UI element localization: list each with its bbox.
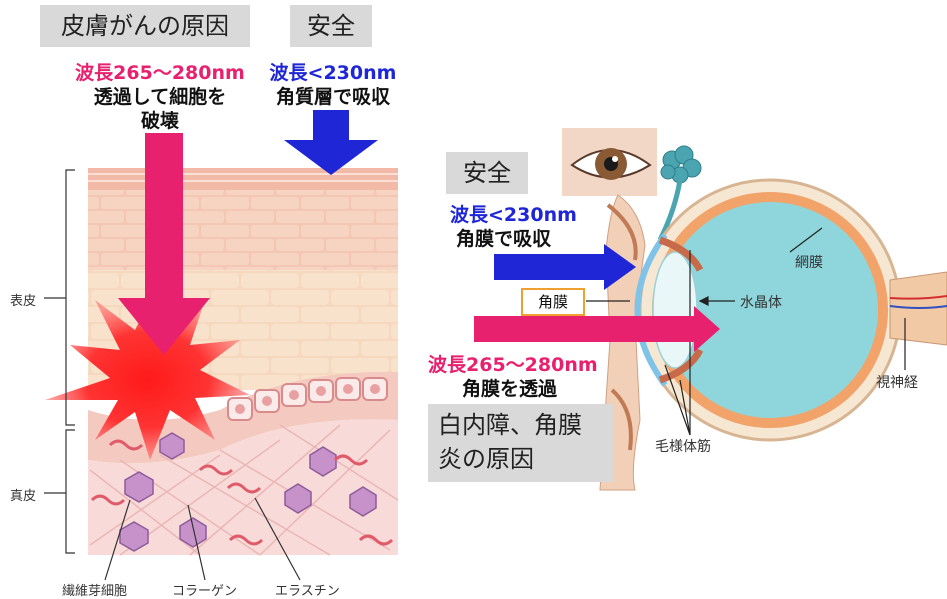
skin-safe-wavelength: 波長<230nm xyxy=(269,62,397,84)
eye-safe-wavelength: 波長<230nm xyxy=(450,204,577,226)
label-collagen: コラーゲン xyxy=(172,584,238,599)
skin-harmful-arrow xyxy=(118,133,210,355)
elastin-fibers xyxy=(90,439,394,546)
cornea-label: 角膜 xyxy=(521,288,585,316)
skin-safe-arrow xyxy=(284,110,378,175)
eye-safe-desc: 角膜で吸収 xyxy=(456,228,552,250)
eye-harmful-wavelength: 波長265〜280nm xyxy=(428,354,598,376)
skin-harmful-desc-line2: 破壊 xyxy=(140,110,179,132)
epidermis-upper-layer xyxy=(88,190,398,270)
eye-harmful-arrow xyxy=(474,306,720,352)
eye-cause-line1: 白内障、角膜 xyxy=(438,411,582,439)
skin-cause-title: 皮膚がんの原因 xyxy=(40,5,250,47)
skin-safe-title: 安全 xyxy=(290,5,372,47)
label-fibroblast: 繊維芽細胞 xyxy=(62,584,128,599)
damage-burst xyxy=(45,300,250,460)
skin-harmful-desc-line1: 透過して細胞を xyxy=(93,86,227,108)
skin-harmful-wavelength: 波長265〜280nm xyxy=(75,62,245,84)
eye-safe-arrow xyxy=(494,244,636,290)
lens-label: 水晶体 xyxy=(740,295,782,311)
label-dermis: 真皮 xyxy=(10,489,37,504)
ciliary-muscle-label: 毛様体筋 xyxy=(655,439,711,455)
eye-safe-title: 安全 xyxy=(446,152,528,194)
label-epidermis: 表皮 xyxy=(10,294,37,309)
optic-nerve-label: 視神経 xyxy=(876,375,918,391)
eyeball-vitreous xyxy=(662,202,878,418)
lacrimal-gland xyxy=(660,145,702,184)
fibroblast-cells xyxy=(119,432,377,552)
stratum-corneum xyxy=(88,168,398,190)
cornea xyxy=(634,233,668,387)
skin-safe-desc: 角質層で吸収 xyxy=(275,86,390,108)
eye-illustration xyxy=(474,128,947,491)
eye-harmful-desc: 角膜を透過 xyxy=(462,378,558,400)
skin-illustration xyxy=(44,110,399,581)
eye-cause-box: 白内障、角膜 炎の原因 xyxy=(428,404,613,482)
eye-cause-line2: 炎の原因 xyxy=(438,445,534,473)
retina-label: 網膜 xyxy=(795,255,823,271)
label-elastin: エラスチン xyxy=(275,584,340,599)
